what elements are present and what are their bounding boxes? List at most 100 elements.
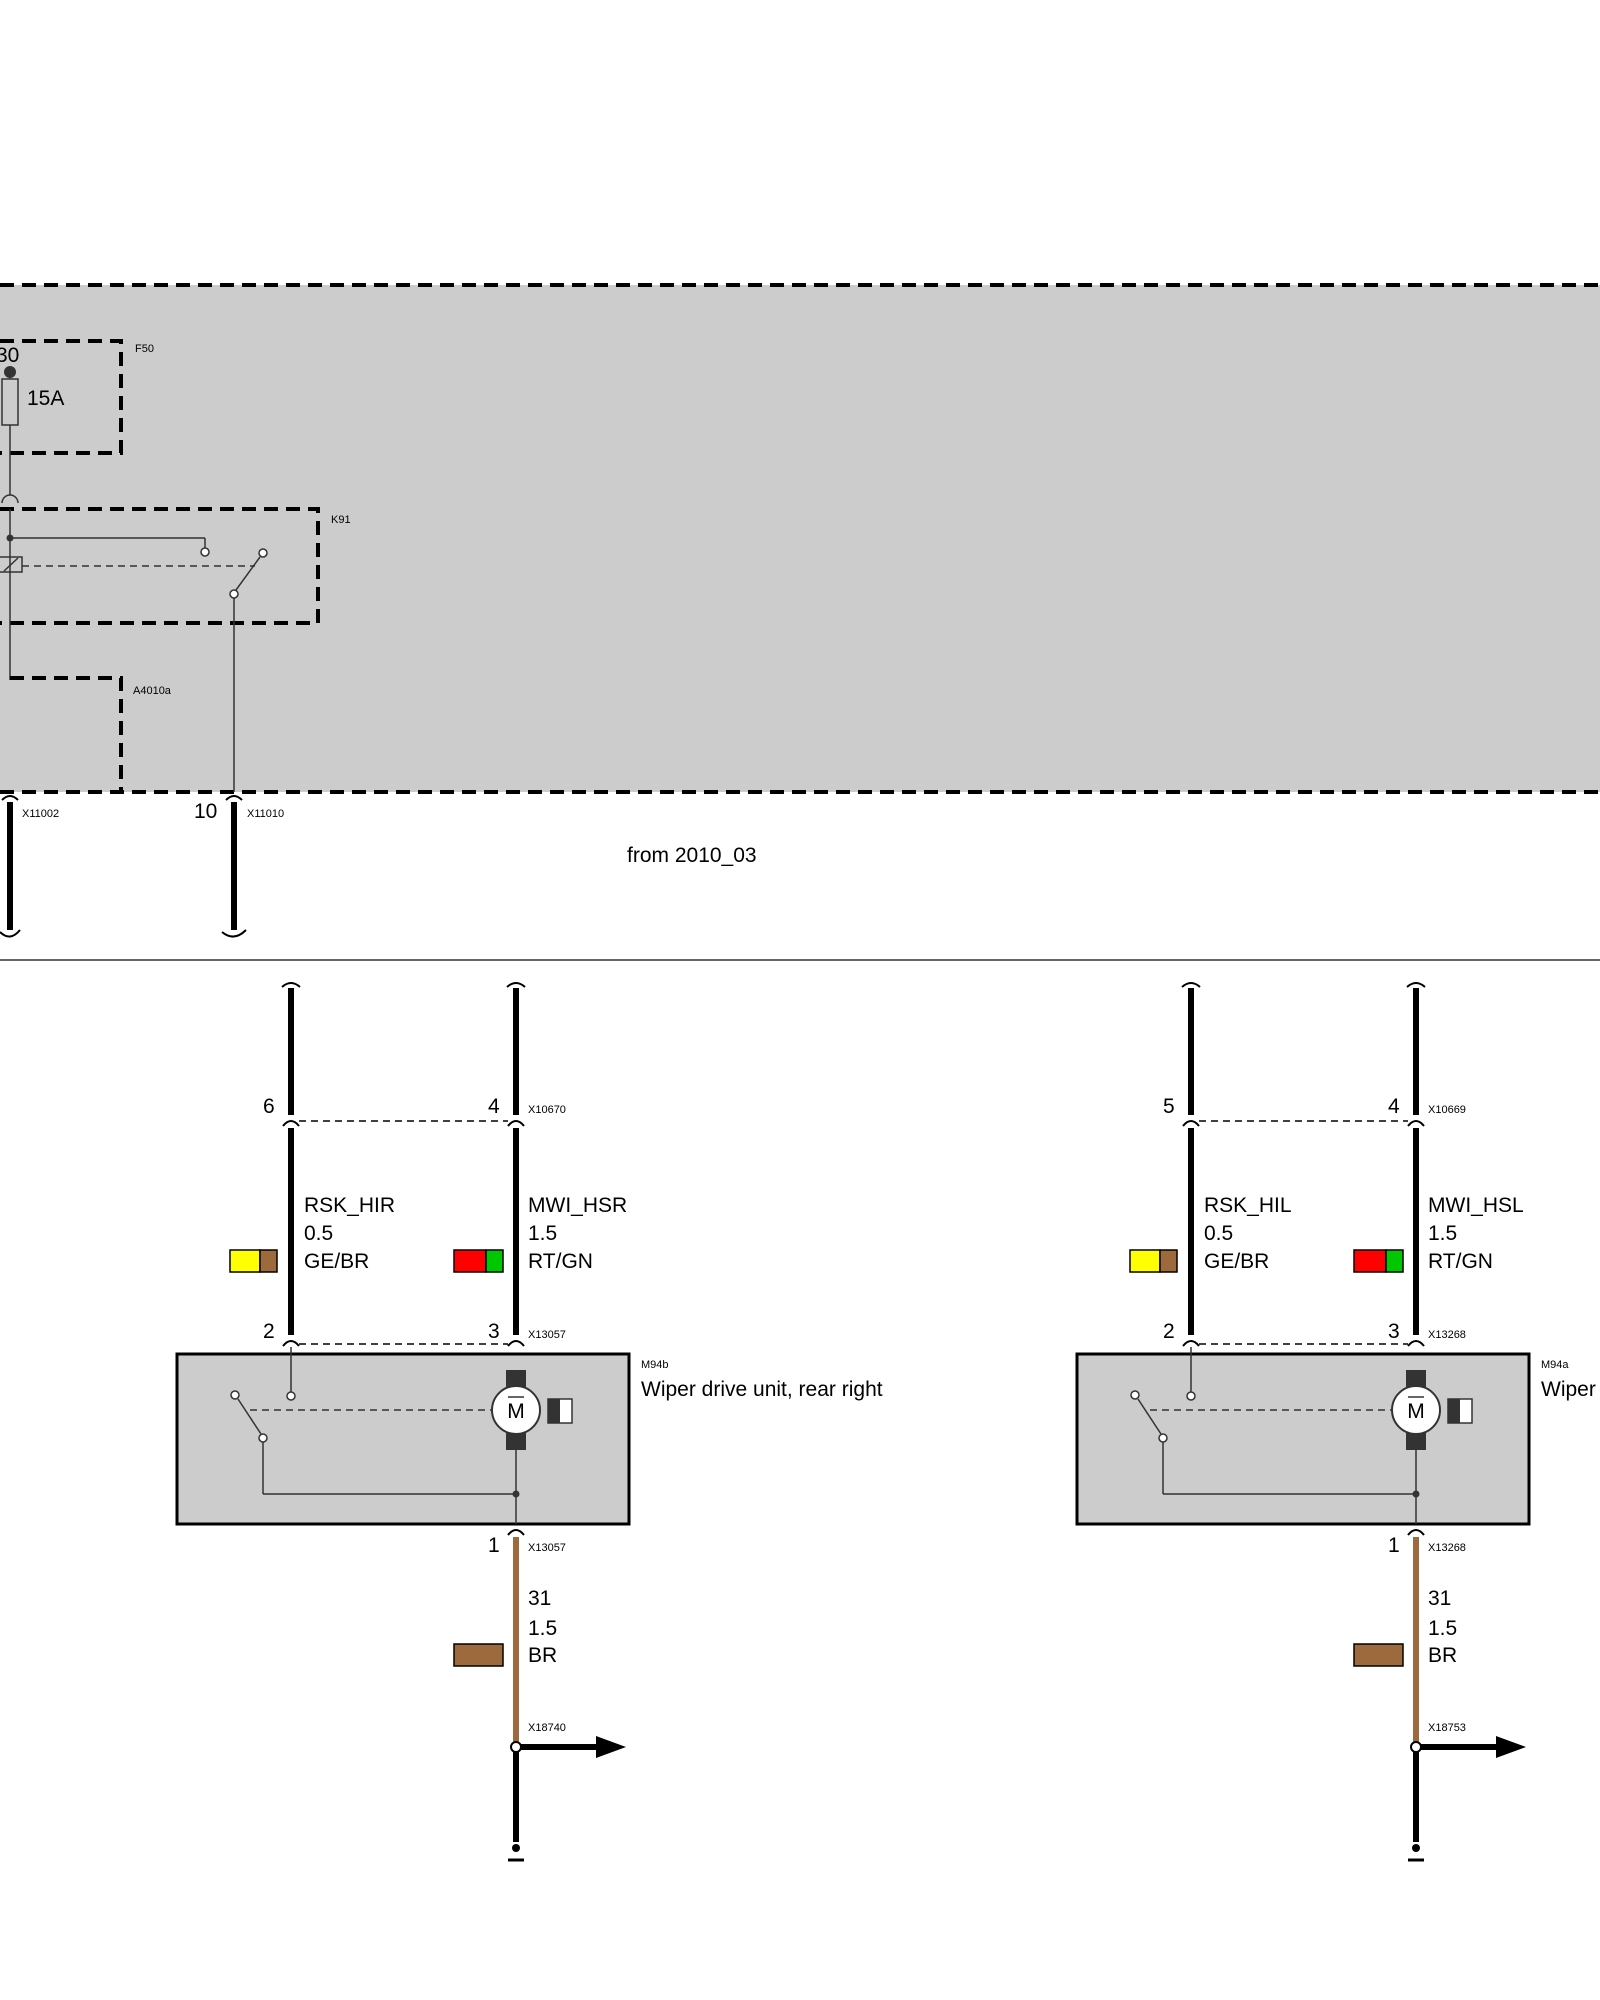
conn-gnd-label: X13268 xyxy=(1428,1542,1466,1554)
relay-switch-contact xyxy=(258,548,268,558)
unit-box xyxy=(175,1352,631,1526)
relay-coil-slash xyxy=(3,557,19,572)
relay-box xyxy=(0,507,320,625)
ground-end-node xyxy=(1412,1844,1420,1852)
motor-symbol: M xyxy=(1407,1400,1425,1423)
wire-a-swatch-secondary xyxy=(1159,1249,1178,1273)
gnd-wire-size: 1.5 xyxy=(528,1617,557,1640)
switch-top-contact xyxy=(230,1390,240,1400)
wire-b-color: RT/GN xyxy=(528,1250,593,1273)
wire-a-color: GE/BR xyxy=(1204,1250,1269,1273)
switch-top-contact xyxy=(1130,1390,1140,1400)
wire-a-name: RSK_HIL xyxy=(1204,1194,1292,1217)
ground-splice-node xyxy=(510,1741,522,1753)
unit-id-label: M94b xyxy=(641,1359,669,1371)
fuse-box xyxy=(0,339,123,455)
gnd-wire-color: BR xyxy=(528,1644,557,1667)
wire-a-color: GE/BR xyxy=(304,1250,369,1273)
connector-b-top xyxy=(507,1120,525,1127)
pin-b-unit-label: 3 xyxy=(488,1320,500,1343)
wire-break-b xyxy=(1406,982,1426,988)
gnd-wire-swatch xyxy=(453,1643,504,1667)
connector-b-unit xyxy=(1407,1340,1425,1347)
unit-id-label: M94a xyxy=(1541,1359,1569,1371)
conn-unit-label: X13057 xyxy=(528,1329,566,1341)
switch-pivot xyxy=(258,1433,268,1443)
wire-break-left xyxy=(0,929,21,938)
switch-arm xyxy=(237,1398,262,1435)
wire-a-size: 0.5 xyxy=(304,1222,333,1245)
wire-b-swatch-primary xyxy=(1353,1249,1387,1273)
connector-right-symbol xyxy=(225,795,243,801)
connector-a-unit xyxy=(1182,1340,1200,1347)
ground-arrow-head xyxy=(1496,1736,1526,1758)
pin-a-unit-label: 2 xyxy=(263,1320,275,1343)
unit-box xyxy=(1075,1352,1531,1526)
fuse-rating-label: 15A xyxy=(27,387,64,410)
wiper-unit-rear-right: 6 4 X10670 RSK_HIR 0.5 GE/BR MWI_HSR 1.5… xyxy=(175,982,883,1862)
pin-gnd-label: 1 xyxy=(1388,1534,1400,1557)
gnd-wire-name: 31 xyxy=(1428,1587,1451,1610)
connector-a-top xyxy=(1182,1120,1200,1127)
relay-id-label: K91 xyxy=(331,514,351,526)
unit-name-label: Wiper xyxy=(1541,1378,1596,1401)
connector-b-top xyxy=(1407,1120,1425,1127)
connector-gnd xyxy=(507,1529,525,1536)
pin-a-unit-label: 2 xyxy=(1163,1320,1175,1343)
conn-ground-label: X18740 xyxy=(528,1722,566,1734)
relay-fixed-contact xyxy=(200,547,210,557)
connector-gnd xyxy=(1407,1529,1425,1536)
conn-right-label: X11010 xyxy=(247,808,284,820)
wire-b-swatch-secondary xyxy=(485,1249,504,1273)
wiper-unit-rear-left: 5 4 X10669 RSK_HIL 0.5 GE/BR MWI_HSL 1.5… xyxy=(1075,982,1596,1862)
ground-end-node xyxy=(512,1844,520,1852)
switch-pivot xyxy=(1158,1433,1168,1443)
motor-icon xyxy=(1391,1385,1441,1435)
conn-gnd-label: X13057 xyxy=(528,1542,566,1554)
wire-b-size: 1.5 xyxy=(528,1222,557,1245)
conn-unit-label: X13268 xyxy=(1428,1329,1466,1341)
wire-b-color: RT/GN xyxy=(1428,1250,1493,1273)
wire-b-name: MWI_HSL xyxy=(1428,1194,1524,1217)
relay-switch-arm xyxy=(235,556,261,591)
switch-fixed-contact xyxy=(286,1391,296,1401)
wire-b-swatch-primary xyxy=(453,1249,487,1273)
gnd-wire-name: 31 xyxy=(528,1587,551,1610)
conn-ground-label: X18753 xyxy=(1428,1722,1466,1734)
wire-a-swatch-secondary xyxy=(259,1249,278,1273)
wire-a-size: 0.5 xyxy=(1204,1222,1233,1245)
wire-a-swatch-primary xyxy=(229,1249,261,1273)
connector-left-symbol xyxy=(1,795,19,801)
gnd-wire-size: 1.5 xyxy=(1428,1617,1457,1640)
conn-left-label: X11002 xyxy=(22,808,59,820)
terminal-label: 30 xyxy=(0,344,19,367)
motor-symbol: M xyxy=(507,1400,525,1423)
connector-b-unit xyxy=(507,1340,525,1347)
conn-top-label: X10670 xyxy=(528,1104,566,1116)
wire-a-swatch-primary xyxy=(1129,1249,1161,1273)
unit-name-label: Wiper drive unit, rear right xyxy=(641,1378,883,1401)
wire-break-right xyxy=(221,929,247,938)
wire-break-a xyxy=(1181,982,1201,988)
pin-b-top-label: 4 xyxy=(1388,1095,1400,1118)
fuse-id-label: F50 xyxy=(135,343,154,355)
motor-icon xyxy=(491,1385,541,1435)
switch-fixed-contact xyxy=(1186,1391,1196,1401)
connector-a-unit xyxy=(282,1340,300,1347)
pin-a-top-label: 6 xyxy=(263,1095,275,1118)
wire-b-swatch-secondary xyxy=(1385,1249,1404,1273)
wire-break-a xyxy=(281,982,301,988)
pin-b-top-label: 4 xyxy=(488,1095,500,1118)
gnd-wire-swatch xyxy=(1353,1643,1404,1667)
pin-a-top-label: 5 xyxy=(1163,1095,1175,1118)
ground-arrow-head xyxy=(596,1736,626,1758)
pin-gnd-label: 1 xyxy=(488,1534,500,1557)
pin-b-unit-label: 3 xyxy=(1388,1320,1400,1343)
module-area xyxy=(0,285,1600,792)
motor-magnet-pole xyxy=(548,1399,560,1423)
wire-a-name: RSK_HIR xyxy=(304,1194,395,1217)
variant-note: from 2010_03 xyxy=(627,844,757,867)
ground-junction xyxy=(512,1490,520,1498)
motor-magnet-pole xyxy=(1448,1399,1460,1423)
